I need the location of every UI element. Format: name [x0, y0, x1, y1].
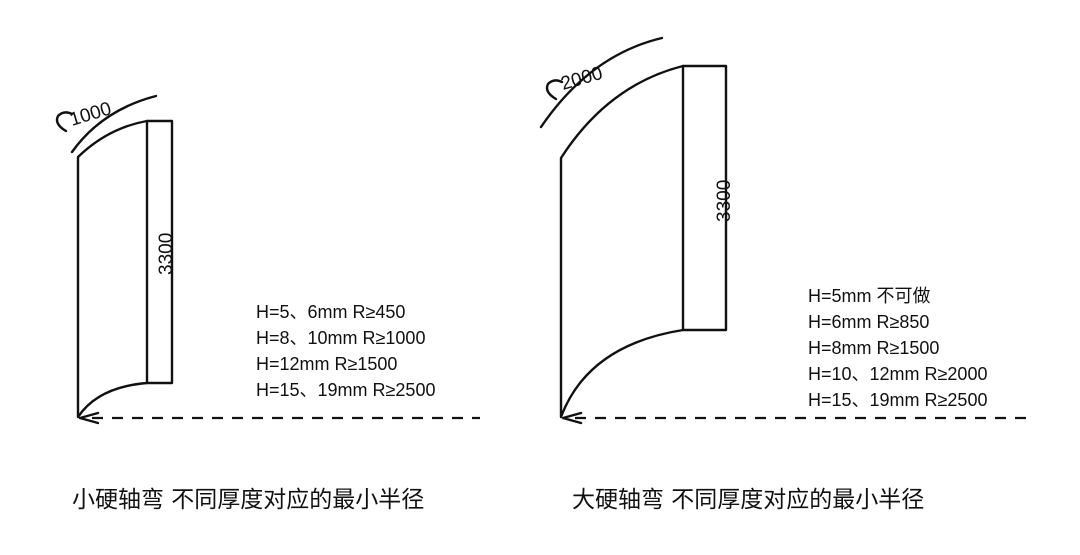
left-spec-list: H=5、6mm R≥450 H=8、10mm R≥1000 H=12mm R≥1…	[256, 299, 435, 403]
left-profile-outline	[76, 119, 174, 419]
left-height-label: 3300	[156, 233, 177, 275]
right-arc-label: 2000	[559, 63, 605, 95]
right-radius-symbol	[545, 79, 564, 101]
left-radius-symbol	[55, 111, 74, 133]
left-arc-label: 1000	[67, 98, 114, 130]
right-spec-line: H=10、12mm R≥2000	[808, 364, 988, 384]
left-caption: 小硬轴弯 不同厚度对应的最小半径	[72, 487, 425, 513]
right-baseline-arrow	[561, 411, 583, 425]
right-spec-list: H=5mm 不可做 H=6mm R≥850 H=8mm R≥1500 H=10、…	[808, 283, 987, 413]
right-arc-dimension	[539, 36, 664, 129]
left-spec-line: H=8、10mm R≥1000	[256, 328, 426, 348]
right-spec-line: H=6mm R≥850	[808, 312, 930, 332]
right-height-label: 3300	[714, 180, 735, 222]
right-profile-outline	[559, 64, 728, 419]
right-spec-line: H=5mm 不可做	[808, 286, 931, 306]
right-panel-drawing: 2000 3300	[539, 36, 1032, 425]
left-baseline-arrow	[78, 411, 100, 425]
right-spec-line: H=8mm R≥1500	[808, 338, 940, 358]
left-spec-line: H=15、19mm R≥2500	[256, 380, 436, 400]
left-spec-line: H=12mm R≥1500	[256, 354, 398, 374]
left-panel-drawing: 1000 3300	[55, 94, 480, 425]
right-spec-line: H=15、19mm R≥2500	[808, 390, 988, 410]
left-spec-line: H=5、6mm R≥450	[256, 302, 406, 322]
right-caption: 大硬轴弯 不同厚度对应的最小半径	[572, 487, 925, 513]
left-arc-dimension	[70, 94, 158, 154]
